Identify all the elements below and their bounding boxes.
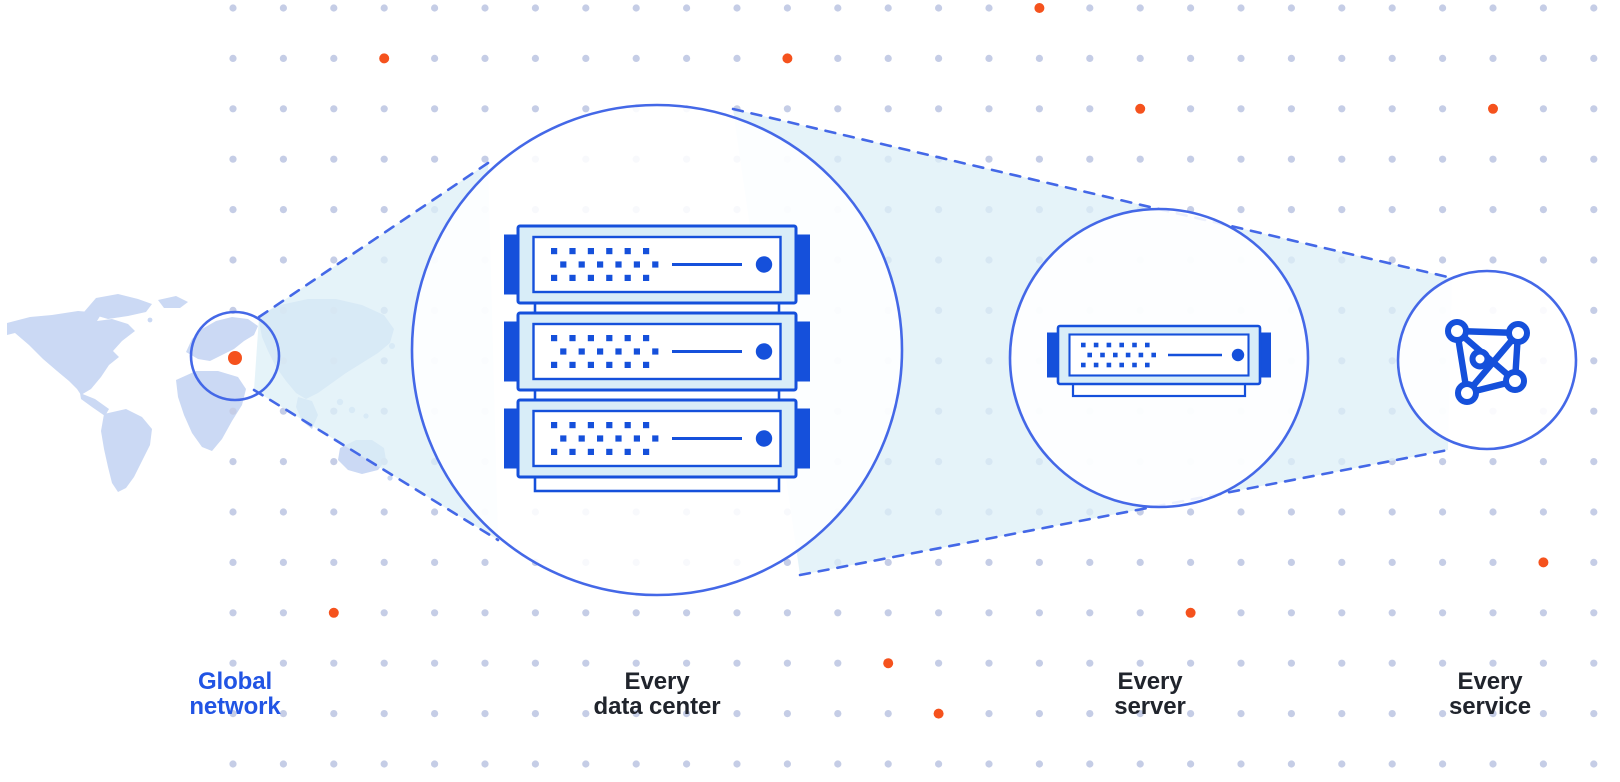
label-every-service: Every service [1330, 669, 1620, 719]
label-every-data-center: Every data center [497, 669, 817, 719]
label-line: Every [1457, 668, 1523, 695]
label-line: Every [624, 668, 690, 695]
label-line: Every [1117, 668, 1183, 695]
label-line: data center [593, 693, 721, 720]
network-mesh-icon [1445, 319, 1530, 405]
beam-dashed-lines [252, 107, 1454, 577]
label-line: server [1114, 693, 1186, 720]
label-every-server: Every server [990, 669, 1310, 719]
global-network-circle [189, 310, 281, 402]
server-stack-icon [504, 224, 810, 493]
label-line: service [1448, 693, 1532, 720]
label-global-network: Global network [75, 669, 395, 719]
location-marker-icon [228, 351, 242, 365]
label-line: network [189, 693, 281, 720]
label-line: Global [197, 668, 273, 695]
server-icon [1047, 324, 1271, 398]
